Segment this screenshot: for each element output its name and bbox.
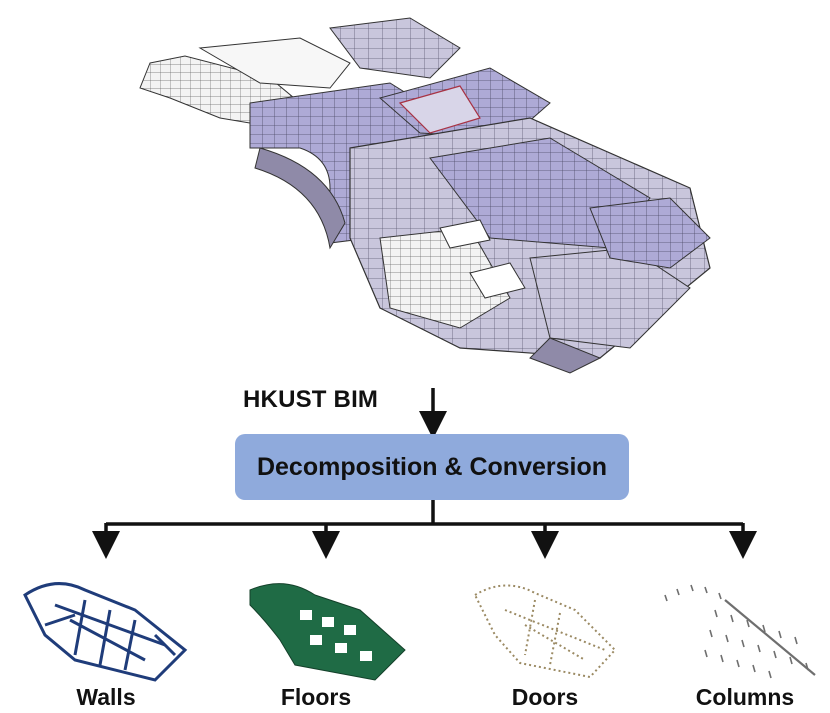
source-label: HKUST BIM <box>243 386 379 413</box>
component-label-floors: Floors <box>280 684 352 710</box>
doors-model-icon <box>473 584 617 679</box>
component-label-walls: Walls <box>76 684 136 710</box>
walls-model-icon <box>23 582 188 682</box>
floors-model-icon <box>249 583 406 681</box>
process-box: Decomposition & Conversion <box>235 434 629 500</box>
columns-model-icon <box>664 584 816 679</box>
process-label: Decomposition & Conversion <box>256 452 608 481</box>
component-label-doors: Doors <box>511 684 579 710</box>
bim-building-model <box>139 17 711 374</box>
component-label-columns: Columns <box>695 684 795 710</box>
